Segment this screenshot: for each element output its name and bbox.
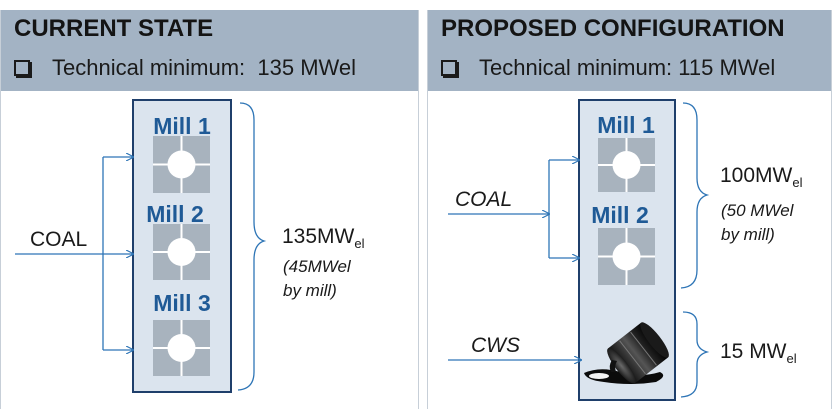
mill-2-square-left (153, 224, 210, 280)
current-state-subtitle-text: Technical minimum: 135 MWel (52, 55, 357, 80)
coal-label-left: COAL (30, 228, 87, 251)
mill-3-label-left: Mill 3 (153, 290, 211, 316)
cws-label: CWS (471, 334, 520, 357)
proposed-configuration-subtitle: Technical minimum: 115 MWel (441, 55, 775, 81)
current-state-header: CURRENT STATE Technical minimum: 135 MWe… (1, 10, 418, 91)
mill-1-label-right: Mill 1 (597, 112, 655, 138)
coal-label-right: COAL (455, 188, 512, 211)
output-value-left: 135MWel (282, 225, 365, 251)
mill-2-label-right: Mill 2 (591, 202, 649, 228)
output-note-left-2: by mill) (283, 281, 337, 300)
checkbox-icon (441, 60, 457, 76)
coal-feed-arrows-left (15, 157, 133, 350)
output-note-left-1: (45MWel (283, 257, 352, 276)
checkbox-icon (14, 60, 30, 76)
proposed-configuration-title: PROPOSED CONFIGURATION (441, 15, 785, 42)
output-note-right-2: by mill) (721, 225, 775, 244)
coal-feed-arrows-right (448, 160, 581, 360)
output-value-right: 100MWel (720, 164, 803, 190)
mill-2-label-left: Mill 2 (146, 201, 204, 227)
cws-output-value: 15 MWel (720, 340, 797, 366)
mill-1-square-left (153, 136, 210, 193)
current-state-panel: CURRENT STATE Technical minimum: 135 MWe… (0, 10, 419, 409)
cws-output-brace (680, 311, 710, 398)
output-brace-left (237, 102, 267, 391)
mill-3-square-left (153, 320, 210, 376)
mill-1-square-right (598, 138, 655, 192)
mill-2-square-right (598, 228, 655, 285)
proposed-configuration-header: PROPOSED CONFIGURATION Technical minimum… (428, 10, 831, 91)
current-state-title: CURRENT STATE (14, 15, 214, 42)
output-brace-right (680, 102, 710, 289)
mill-1-label-left: Mill 1 (153, 113, 211, 139)
oil-barrel-icon (584, 322, 669, 384)
output-note-right-1: (50 MWel (721, 201, 795, 220)
current-state-subtitle: Technical minimum: 135 MWel (14, 55, 356, 81)
proposed-configuration-subtitle-text: Technical minimum: 115 MWel (479, 55, 776, 80)
